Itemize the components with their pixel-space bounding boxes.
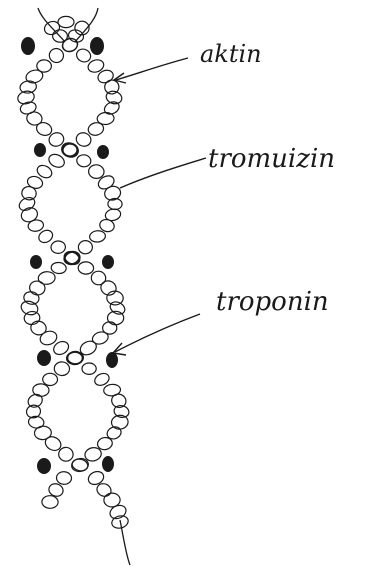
strand-top-left <box>38 8 65 42</box>
actin-monomer <box>51 262 67 275</box>
actin-monomer <box>19 206 39 225</box>
troponin-dot <box>37 350 51 366</box>
actin-monomer <box>90 270 107 286</box>
actin-monomer <box>43 373 58 385</box>
leader-troponin <box>115 314 200 352</box>
labels: aktin tromuizin troponin <box>113 40 335 355</box>
label-troponin: troponin <box>216 287 329 317</box>
strand-top-right <box>75 8 98 42</box>
actin-monomer <box>62 143 79 157</box>
label-tropomyosin: tromuizin <box>208 144 335 174</box>
actin-monomer <box>108 299 127 316</box>
actin-monomer <box>61 37 80 54</box>
troponin-dot <box>37 458 51 474</box>
actin-monomer <box>99 279 119 298</box>
actin-monomer <box>58 447 74 462</box>
troponin-dot <box>97 145 109 159</box>
actin-monomer <box>26 111 43 126</box>
actin-monomers <box>16 16 130 530</box>
actin-monomer <box>87 121 105 137</box>
troponin-complexes <box>21 37 118 474</box>
actin-monomer <box>76 154 91 167</box>
actin-monomer <box>74 47 92 65</box>
actin-monomer <box>91 330 110 346</box>
troponin-dot <box>106 352 118 368</box>
actin-monomer <box>78 262 94 275</box>
actin-monomer <box>42 495 59 508</box>
actin-monomer <box>88 164 105 179</box>
actin-monomer <box>66 351 84 365</box>
leader-actin <box>116 58 188 80</box>
actin-monomer <box>19 100 38 116</box>
label-actin: aktin <box>200 40 262 68</box>
troponin-dot <box>102 255 114 269</box>
actin-monomer <box>66 351 84 365</box>
actin-monomer <box>27 219 44 232</box>
troponin-dot <box>30 255 42 269</box>
troponin-dot <box>21 37 35 55</box>
actin-monomer <box>50 240 65 254</box>
troponin-dot <box>90 37 104 55</box>
actin-monomer <box>58 16 74 27</box>
actin-monomer <box>89 230 106 243</box>
actin-monomer <box>54 361 70 376</box>
troponin-dot <box>102 456 114 472</box>
actin-monomer <box>19 299 39 317</box>
leader-tropomyosin <box>120 158 206 188</box>
actin-monomer <box>82 363 96 375</box>
actin-monomer <box>56 471 72 485</box>
actin-monomer <box>108 503 128 521</box>
actin-monomer <box>78 240 93 254</box>
troponin-dot <box>34 143 46 157</box>
actin-monomer <box>38 271 56 285</box>
